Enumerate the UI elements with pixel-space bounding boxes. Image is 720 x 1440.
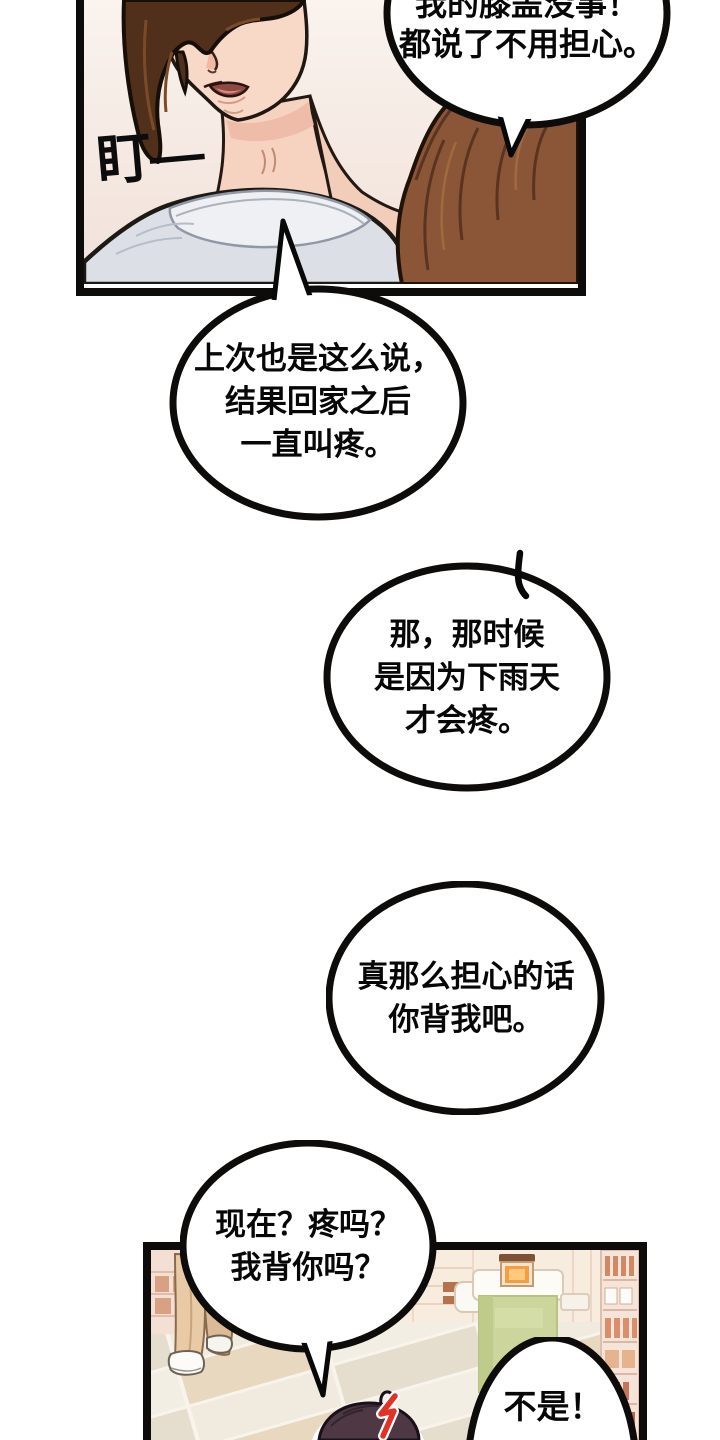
lip-line <box>203 80 223 89</box>
bubble-line: 真那么担心的话 <box>357 959 575 994</box>
bubble-line: 都说了不用担心。 <box>398 26 655 62</box>
bubble-line: 不是！ <box>503 1388 603 1425</box>
speech-bubble-2-text: 上次也是这么说， 结果回家之后 一直叫疼。 <box>178 337 458 466</box>
chin-crease <box>223 109 244 114</box>
small-appliance <box>560 1293 590 1311</box>
neck-shadow <box>226 102 314 142</box>
bubble-line: 是因为下雨天 <box>374 660 560 695</box>
fabric-folds <box>115 222 195 255</box>
bubble-line: 上次也是这么说， <box>194 341 442 376</box>
stutter-hook-mark <box>514 549 530 600</box>
shock-mark <box>376 1391 400 1440</box>
bubble-line: 现在？疼吗？ <box>215 1207 401 1242</box>
speech-bubble-1-text: 我的膝盖没事！ 都说了不用担心。 <box>382 0 672 64</box>
hair-strands <box>414 105 550 271</box>
bubble-line: 我背你吗？ <box>230 1250 386 1285</box>
speech-bubble-6-text: 不是！ <box>465 1387 641 1427</box>
bubble-line: 一直叫疼。 <box>240 427 396 462</box>
man-character <box>84 0 411 284</box>
throat-lines <box>261 147 277 175</box>
nose-line <box>210 51 219 71</box>
bubble-line: 才会疼。 <box>405 703 529 738</box>
bubble-line: 结果回家之后 <box>225 384 411 419</box>
bubble-line: 你背我吧。 <box>388 1002 544 1037</box>
nose-shade <box>206 50 217 70</box>
back-shoe <box>206 1334 233 1354</box>
speech-bubble-5-text: 现在？疼吗？ 我背你吗？ <box>182 1203 434 1289</box>
sfx-stare-text: 盯— <box>93 121 205 193</box>
speech-bubble-4-text: 真那么担心的话 你背我吧。 <box>325 955 607 1041</box>
bubble-line: 那，那时候 <box>389 617 545 652</box>
man-sweatshirt <box>84 187 411 284</box>
man-hair <box>121 0 306 164</box>
speech-bubble-3-text: 那，那时候 是因为下雨天 才会疼。 <box>327 613 607 742</box>
mouth-inner <box>216 88 242 94</box>
food-warmer <box>499 1254 535 1287</box>
bubble-line: 我的膝盖没事！ <box>414 0 639 22</box>
nostril <box>207 69 217 74</box>
lower-lip-shade <box>217 96 246 105</box>
collar-seam <box>175 198 365 225</box>
